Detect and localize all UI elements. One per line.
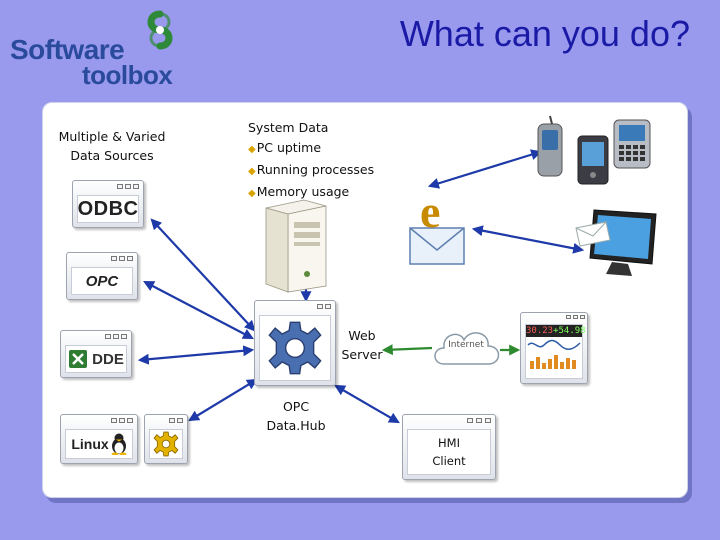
page-title: What can you do? bbox=[399, 13, 690, 54]
email-icon: e bbox=[408, 188, 470, 270]
linux-window[interactable]: Linux bbox=[60, 414, 138, 464]
arrow-opc bbox=[143, 280, 254, 340]
server-tower-icon bbox=[265, 199, 327, 293]
window-titlebar bbox=[61, 331, 131, 344]
window-titlebar bbox=[403, 415, 495, 428]
opc-logo: OPC bbox=[85, 272, 119, 290]
odbc-window[interactable]: ODBC bbox=[72, 180, 144, 228]
arrow-mobile bbox=[427, 149, 543, 189]
diamond-bullet-icon: ◆ bbox=[248, 144, 256, 155]
window-titlebar bbox=[73, 181, 143, 194]
software-toolbox-logo: Software toolbox bbox=[10, 8, 180, 88]
arrow-linux bbox=[188, 378, 258, 422]
readout-value-2: +54.98 bbox=[553, 326, 586, 336]
window-titlebar bbox=[521, 313, 587, 323]
gear-window[interactable] bbox=[144, 414, 188, 464]
diamond-bullet-icon: ◆ bbox=[248, 188, 256, 199]
monitor-icon bbox=[575, 209, 657, 276]
bar-chart-icon bbox=[530, 355, 576, 369]
system-data-block: System Data ◆PC uptime ◆Running processe… bbox=[248, 118, 374, 204]
dde-window[interactable]: DDE bbox=[60, 330, 132, 378]
arrow-web-server bbox=[381, 344, 433, 356]
sources-label: Multiple & Varied Data Sources bbox=[58, 129, 166, 163]
cloud-label: Internet bbox=[448, 340, 484, 350]
window-titlebar bbox=[255, 301, 335, 314]
sparkline-icon bbox=[527, 339, 581, 350]
logo-word-toolbox: toolbox bbox=[82, 60, 173, 90]
window-titlebar bbox=[145, 415, 187, 428]
datahub-window[interactable] bbox=[254, 300, 336, 386]
hmi-label: HMI Client bbox=[432, 436, 466, 468]
chart-readout: 30.23 +54.98 bbox=[526, 325, 586, 337]
system-data-item: ◆Memory usage bbox=[248, 184, 350, 199]
tux-icon bbox=[111, 433, 127, 455]
system-data-heading: System Data bbox=[248, 120, 329, 135]
web-server-label: Web Server bbox=[341, 328, 383, 362]
blackberry bbox=[613, 119, 651, 169]
arrow-hmi bbox=[334, 384, 400, 424]
datahub-label: OPC Data.Hub bbox=[266, 399, 326, 433]
mobile-devices-icon bbox=[537, 115, 651, 185]
diamond-bullet-icon: ◆ bbox=[248, 166, 256, 177]
email-letter: e bbox=[420, 186, 441, 237]
dde-logo: DDE bbox=[92, 350, 124, 368]
linux-logo: Linux bbox=[71, 436, 109, 452]
arrow-email bbox=[471, 225, 585, 254]
logo-knot-icon bbox=[147, 10, 173, 50]
readout-value-1: 30.23 bbox=[526, 326, 554, 336]
logo-word-software: Software bbox=[10, 34, 125, 65]
window-titlebar bbox=[61, 415, 137, 428]
flip-phone bbox=[537, 115, 563, 177]
cloud-icon: Internet bbox=[430, 324, 502, 374]
hmi-window[interactable]: HMI Client bbox=[402, 414, 496, 480]
window-titlebar bbox=[67, 253, 137, 266]
pda bbox=[577, 135, 609, 185]
opc-window[interactable]: OPC bbox=[66, 252, 138, 300]
chart-widget-window[interactable]: 30.23 +54.98 bbox=[520, 312, 588, 384]
gear-icon bbox=[268, 321, 322, 375]
excel-icon bbox=[69, 350, 88, 368]
odbc-logo: ODBC bbox=[77, 197, 139, 220]
system-data-item: ◆Running processes bbox=[248, 162, 375, 177]
system-data-item: ◆PC uptime bbox=[248, 140, 322, 155]
arrow-dde bbox=[137, 345, 255, 365]
gear-icon bbox=[153, 431, 179, 457]
